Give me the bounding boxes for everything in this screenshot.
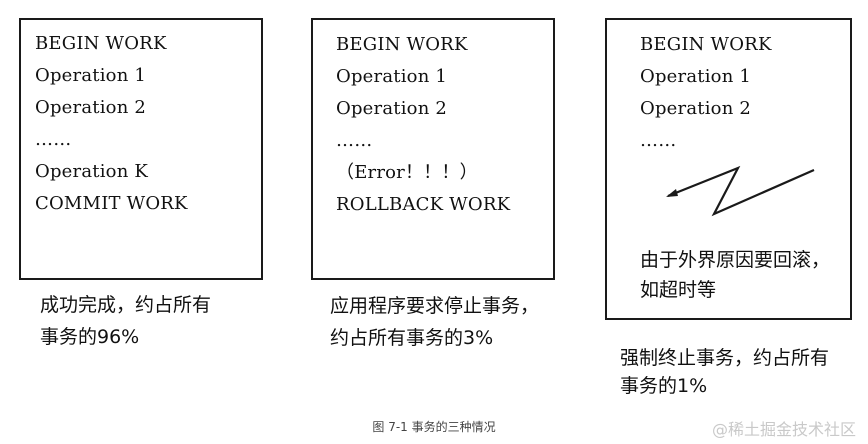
- panel1-line-2: Operation 1: [35, 65, 147, 86]
- panel3-note-line-2: 如超时等: [640, 279, 717, 301]
- panel1-caption-line-2: 事务的96%: [40, 326, 140, 348]
- panel3-line-4: ……: [640, 130, 677, 151]
- panel2-line-1: BEGIN WORK: [336, 34, 468, 55]
- panel1-caption-line-1: 成功完成，约占所有: [40, 294, 212, 316]
- panel3-line-1: BEGIN WORK: [640, 34, 772, 55]
- panel2-caption-line-2: 约占所有事务的3%: [330, 327, 494, 349]
- panel1-line-6: COMMIT WORK: [35, 193, 188, 214]
- panel-abort-box: [605, 18, 852, 320]
- panel2-caption-line-1: 应用程序要求停止事务，: [330, 295, 540, 317]
- watermark: @稀土掘金技术社区: [711, 420, 856, 439]
- panel-rollback-box: [311, 18, 555, 280]
- panel1-line-3: Operation 2: [35, 97, 147, 118]
- panel2-line-2: Operation 1: [336, 66, 448, 87]
- panel2-line-4: ……: [336, 130, 373, 151]
- panel3-line-2: Operation 1: [640, 66, 752, 87]
- panel2-line-3: Operation 2: [336, 98, 448, 119]
- panel1-line-1: BEGIN WORK: [35, 33, 167, 54]
- panel3-note-line-1: 由于外界原因要回滚，: [640, 249, 831, 271]
- interruption-zigzag-icon: [666, 165, 815, 217]
- panel-commit-box: [19, 18, 263, 280]
- panel3-caption-line-2: 事务的1%: [620, 375, 708, 397]
- panel2-line-5: （Error！！！）: [336, 162, 478, 183]
- panel2-line-6: ROLLBACK WORK: [336, 194, 511, 215]
- panel3-caption-line-1: 强制终止事务，约占所有: [620, 347, 830, 369]
- figure-caption: 图 7-1 事务的三种情况: [372, 420, 496, 434]
- panel1-line-4: ……: [35, 129, 72, 150]
- panel1-line-5: Operation K: [35, 161, 149, 182]
- panel3-line-3: Operation 2: [640, 98, 752, 119]
